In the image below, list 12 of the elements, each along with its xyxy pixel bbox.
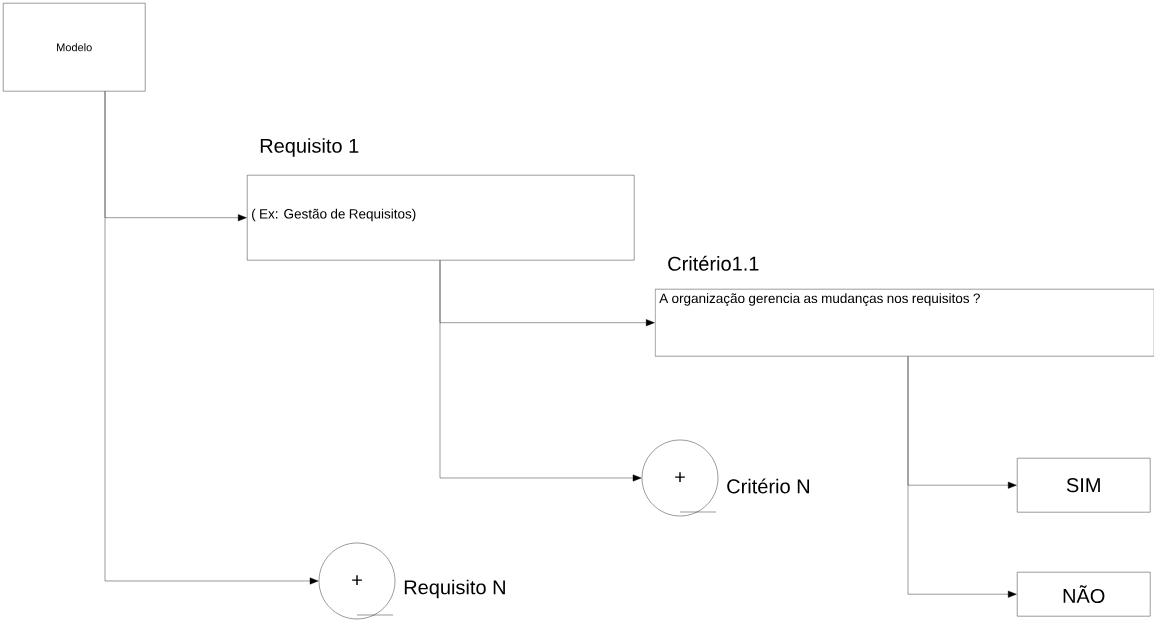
requirement-box: ( Ex: Gestão de Requisitos) [247,175,635,261]
box: Modelo [3,3,146,92]
node-caption: Requisito N [404,579,505,599]
connector-arrow [907,356,1017,598]
connector-arrow [104,91,319,585]
node-caption: Critério N [727,478,809,494]
connector-arrow [439,260,642,482]
box: NÃO [1017,572,1151,617]
box-heading: Critério1.1 [668,255,759,271]
box-heading: Requisito 1 [260,138,359,157]
box: SIM [1017,458,1151,513]
requirement-box: A organização gerencia as mudanças nos requisitos ? [655,289,1154,357]
